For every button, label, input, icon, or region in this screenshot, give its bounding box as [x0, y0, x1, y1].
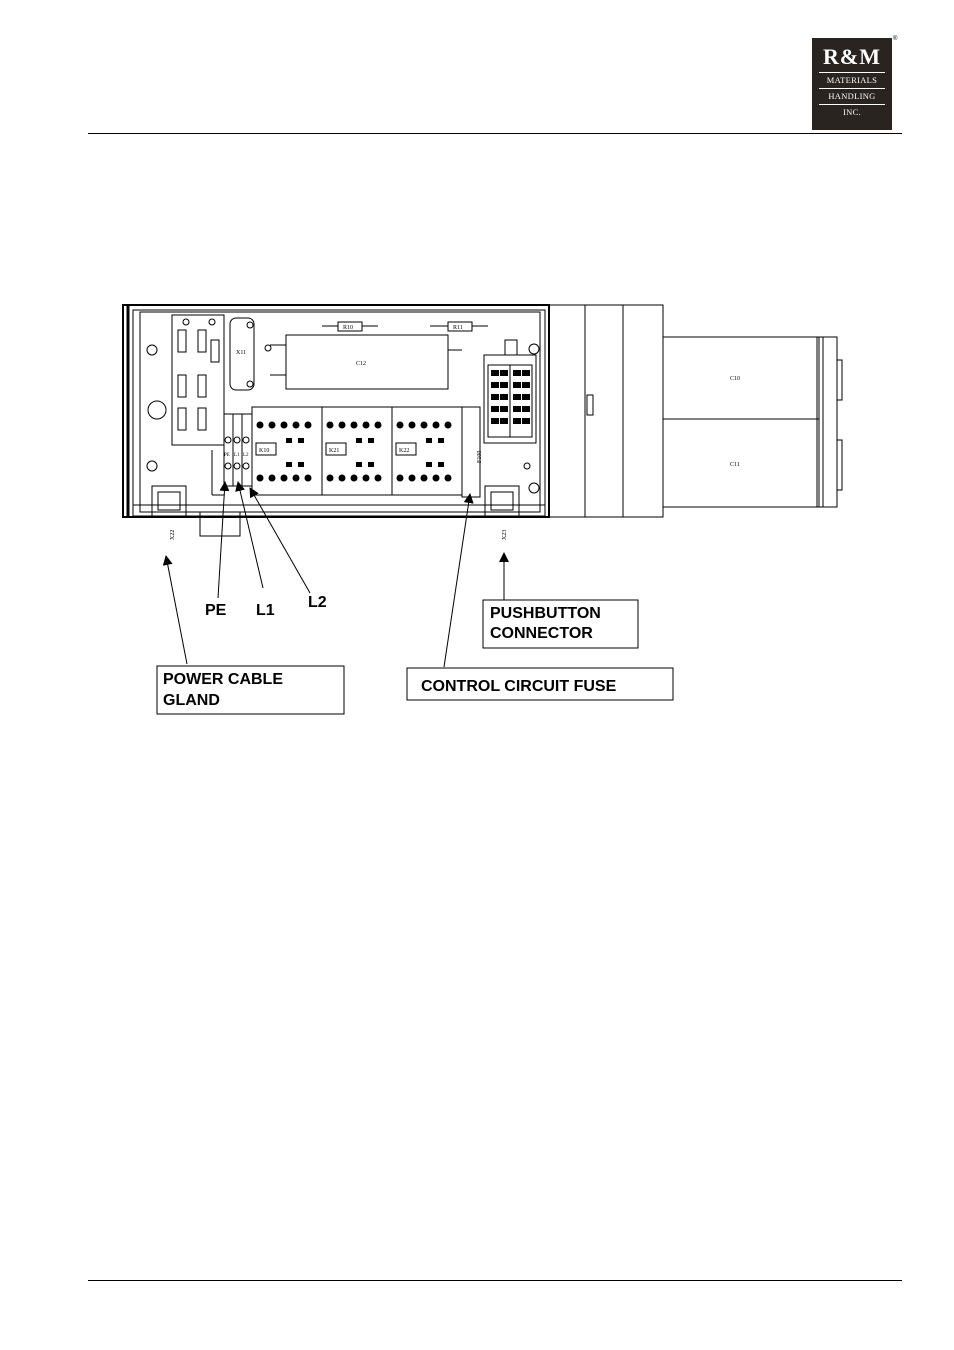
label-k10: K10: [259, 448, 269, 454]
motor-c11: [663, 419, 819, 507]
leader-l1: [238, 482, 263, 588]
callout-l1: L1: [256, 602, 275, 619]
label-f100: F100: [477, 451, 483, 463]
callout-pushbutton-line2: CONNECTOR: [490, 625, 593, 642]
callout-pushbutton-line1: PUSHBUTTON: [490, 605, 601, 622]
label-r11: R11: [453, 325, 463, 331]
leader-power-gland: [166, 556, 187, 664]
contactor-terminals: [257, 422, 452, 482]
motor-c10: [663, 337, 819, 419]
screw-bottom-right: [529, 483, 539, 493]
screw-top-right: [529, 344, 539, 354]
label-x11: X11: [236, 350, 246, 356]
screw-top-left: [147, 345, 157, 355]
screw-bottom-left: [147, 461, 157, 471]
label-k22: K22: [399, 448, 409, 454]
enclosure-outline: [123, 305, 549, 517]
label-r10: R10: [343, 325, 353, 331]
capacitor-c12: [286, 335, 448, 389]
callout-power-line2: GLAND: [163, 692, 220, 709]
leader-l2: [250, 488, 310, 593]
label-x22: X22: [170, 530, 176, 540]
callout-power-line1: POWER CABLE: [163, 671, 283, 688]
label-c11: C11: [730, 462, 740, 468]
label-k21: K21: [329, 448, 339, 454]
terminal-block: [224, 414, 252, 486]
side-housing: [549, 305, 585, 517]
label-c12: C12: [356, 361, 366, 367]
terminal-label-l2: L2: [243, 453, 249, 458]
callout-control-fuse: CONTROL CIRCUIT FUSE: [421, 678, 617, 695]
callout-l2: L2: [308, 594, 327, 611]
leader-control-fuse: [444, 494, 470, 667]
terminal-label-pe: PE: [224, 453, 230, 458]
label-c10: C10: [730, 376, 740, 382]
terminal-label-l1: L1: [234, 453, 240, 458]
leader-pe: [218, 482, 225, 598]
label-x23: X23: [502, 530, 508, 540]
callout-pe: PE: [205, 602, 227, 619]
